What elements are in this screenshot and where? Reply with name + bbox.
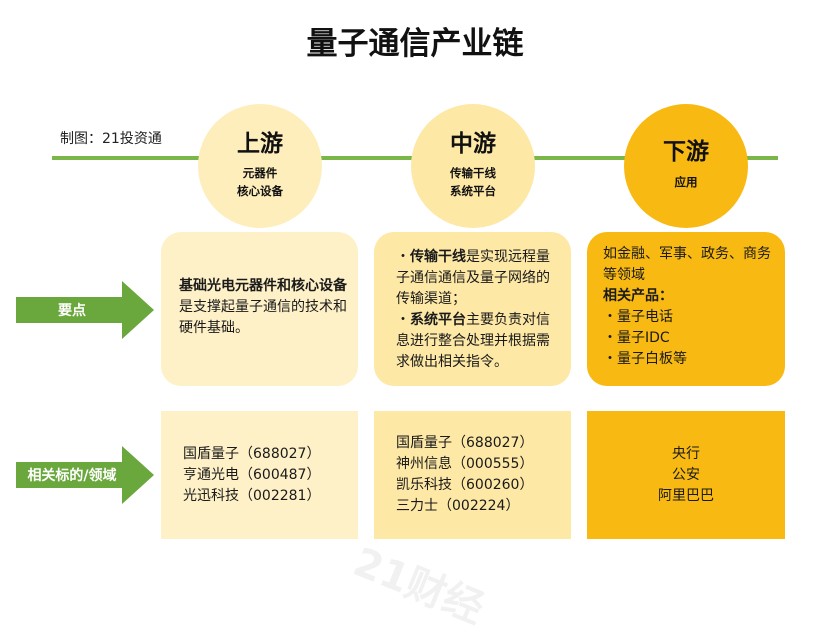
related-item: 公安 (672, 466, 700, 483)
key-points-midstream-item: ・系统平台主要负责对信息进行整合处理并根据需求做出相关指令。 (396, 310, 561, 373)
key-points-midstream-item: ・传输干线是实现远程量子通信通信及量子网络的传输渠道； (396, 247, 561, 310)
credit-label: 制图：21投资通 (60, 131, 162, 147)
key-points-downstream: 如金融、军事、政务、商务等领域 相关产品： ・量子电话 ・量子IDC ・量子白板… (587, 232, 785, 386)
key-points-upstream: 基础光电元器件和核心设备是支撑起量子通信的技术和硬件基础。 (161, 232, 358, 386)
key-points-midstream-bold: 系统平台 (410, 312, 466, 328)
product-item: ・量子IDC (603, 330, 670, 346)
stage-upstream-sub: 元器件 核心设备 (237, 165, 283, 198)
row-label-key-points: 要点 (16, 281, 154, 339)
arrow-right-icon (16, 446, 154, 504)
related-item: 凯乐科技（600260） (396, 477, 534, 493)
key-points-downstream-intro: 如金融、军事、政务、商务等领域 (603, 246, 771, 283)
row-label-related-text: 相关标的/领域 (27, 468, 117, 484)
key-points-downstream-products-label: 相关产品： (603, 288, 673, 304)
related-item: 光迅科技（002281） (183, 487, 321, 504)
related-item: 亨通光电（600487） (183, 466, 321, 483)
row-label-key-points-text: 要点 (58, 303, 86, 319)
row-label-related: 相关标的/领域 (16, 446, 154, 504)
product-item: ・量子白板等 (603, 351, 687, 367)
stage-upstream: 上游 元器件 核心设备 (198, 104, 322, 228)
related-item: 国盾量子（688027） (396, 435, 534, 451)
stage-midstream: 中游 传输干线 系统平台 (411, 104, 535, 228)
related-item: 神州信息（000555） (396, 456, 534, 472)
related-item: 央行 (672, 445, 700, 462)
stage-downstream-sub: 应用 (674, 174, 698, 189)
key-points-midstream-bold: 传输干线 (410, 249, 466, 265)
product-item: ・量子电话 (603, 309, 673, 325)
related-item: 阿里巴巴 (658, 487, 714, 504)
page-title: 量子通信产业链 (306, 26, 524, 62)
bullet: ・ (396, 312, 410, 328)
key-points-midstream-text: 是实现远程量子通信通信及量子网络的传输渠道； (396, 249, 550, 307)
related-item: 三力士（002224） (396, 498, 520, 514)
related-midstream: 国盾量子（688027） 神州信息（000555） 凯乐科技（600260） 三… (374, 411, 571, 539)
stage-downstream: 下游 应用 (624, 104, 748, 228)
key-points-midstream-text: 主要负责对信息进行整合处理并根据需求做出相关指令。 (396, 312, 550, 370)
watermark: 21财经 (347, 539, 491, 633)
related-upstream: 国盾量子（688027） 亨通光电（600487） 光迅科技（002281） (161, 411, 358, 539)
related-downstream: 央行 公安 阿里巴巴 (587, 411, 785, 539)
stage-downstream-name: 下游 (663, 139, 709, 166)
key-points-midstream: ・传输干线是实现远程量子通信通信及量子网络的传输渠道； ・系统平台主要负责对信息… (374, 232, 571, 386)
bullet: ・ (396, 249, 410, 265)
key-points-upstream-bold: 基础光电元器件和核心设备 (179, 278, 347, 294)
related-item: 国盾量子（688027） (183, 445, 321, 462)
stage-upstream-name: 上游 (237, 130, 283, 157)
key-points-upstream-text: 是支撑起量子通信的技术和硬件基础。 (179, 299, 347, 336)
stage-midstream-sub: 传输干线 系统平台 (450, 165, 496, 198)
arrow-right-icon (16, 281, 154, 339)
stage-midstream-name: 中游 (450, 130, 496, 157)
